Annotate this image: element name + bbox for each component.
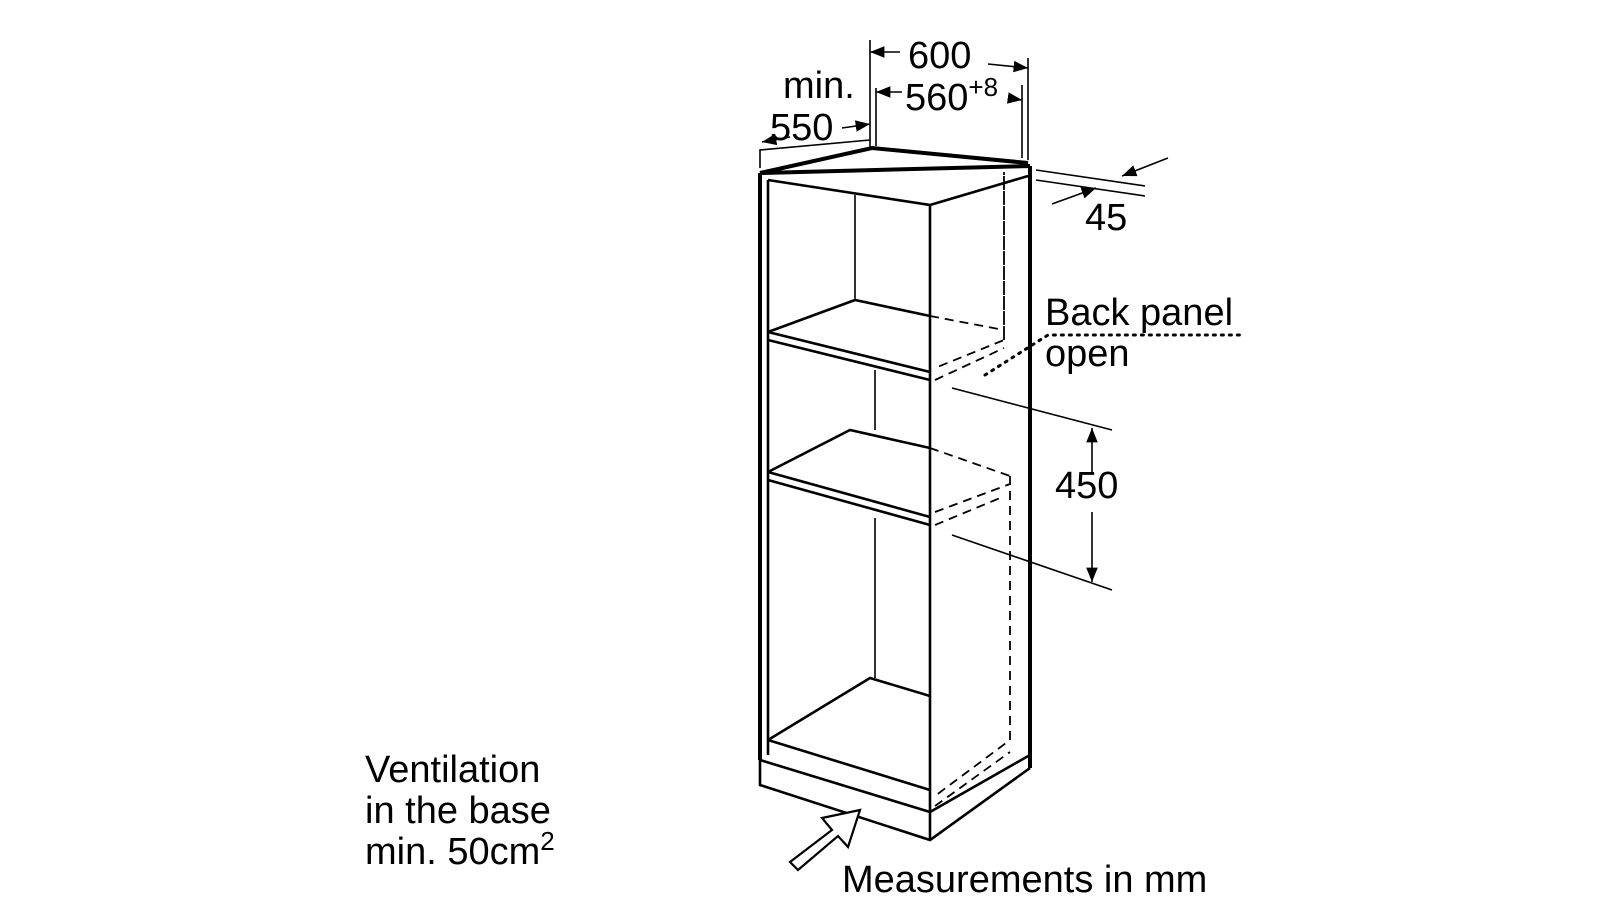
cabinet-back-edges [854,195,876,678]
units-label: Measurements in mm [842,859,1207,900]
hidden-back-lines [929,172,1011,807]
niche-width-label: 560+8 [905,72,998,119]
outer-width-label: 600 [908,35,971,77]
ventilation-label-line2: in the base [365,790,551,832]
back-panel-label-line2: open [1045,333,1130,375]
depth-prefix-label: min. [783,65,855,107]
upper-shelf [767,298,931,382]
ventilation-arrow-icon [788,808,862,872]
cabinet-top-edge [759,145,1029,175]
cabinet-inner-opening [766,174,1029,840]
back-gap-dimension [1035,157,1169,205]
niche-height-label: 450 [1055,465,1118,507]
ventilation-label-line3: min. 50cm2 [365,826,555,873]
back-panel-leader [983,333,1247,377]
cabinet-base [758,676,1031,842]
back-gap-label: 45 [1085,197,1127,239]
back-panel-label-line1: Back panel [1045,292,1233,334]
middle-shelf [767,428,931,527]
width-dimensions [759,40,1029,168]
niche-height-dimension [951,387,1113,591]
ventilation-label-line1: Ventilation [365,749,540,791]
depth-label: 550 [770,107,833,149]
cabinet-outer-frame [758,164,1032,768]
cabinet-drawing [758,145,1032,842]
